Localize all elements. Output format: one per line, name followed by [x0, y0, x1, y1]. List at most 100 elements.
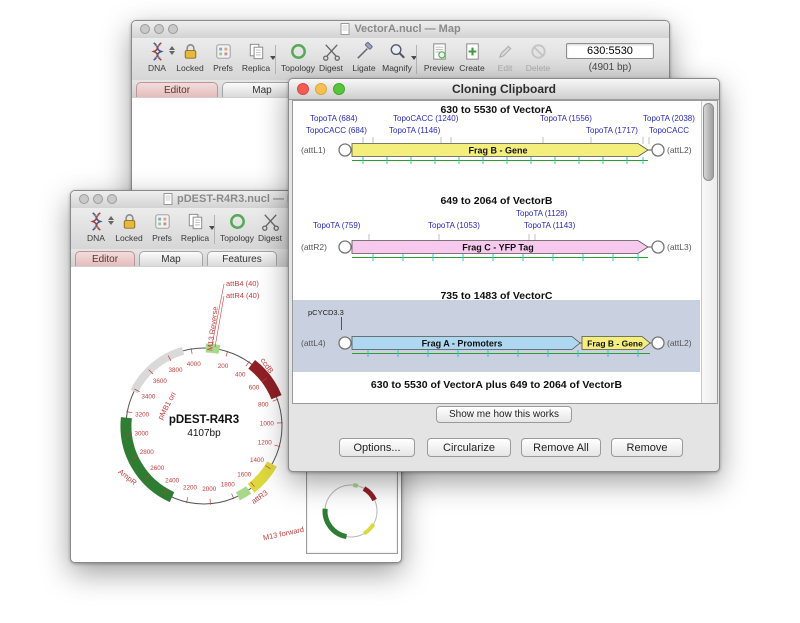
plasmid-feature-attR4-site[interactable] [205, 343, 221, 354]
plasmid-label-attr4: attR4 (40) [226, 291, 260, 300]
section-header-vectorb: 649 to 2064 of VectorB [440, 195, 553, 207]
minimize-button[interactable] [93, 194, 103, 204]
stepper-arrows[interactable] [169, 45, 176, 56]
remove-button[interactable]: Remove [611, 438, 683, 457]
fragment-frag-b-gene[interactable] [351, 143, 649, 157]
close-button[interactable] [140, 24, 150, 34]
plasmid-tick-label: 3600 [153, 378, 168, 385]
toolbar-item-replica[interactable]: Replica [178, 211, 215, 243]
clipboard-window-title: Cloning Clipboard [452, 82, 556, 96]
fragment-frag-c-yfp[interactable] [351, 240, 649, 254]
site-label: TopoTA (759) [313, 221, 361, 230]
fragment-label: Frag A - Promoters [422, 339, 503, 349]
plasmid-tick-label: 200 [218, 363, 229, 370]
zoom-button[interactable] [107, 194, 117, 204]
mini-feature-ccdb [362, 486, 377, 502]
zoom-button[interactable] [168, 24, 178, 34]
site-label: TopoTA (1128) [516, 209, 568, 218]
vectora-toolbar: DNA Locked Prefs Replica Topology Digest… [132, 38, 669, 81]
site-connector-lines [362, 137, 650, 144]
remove-all-button[interactable]: Remove All [521, 438, 601, 457]
tab-features[interactable]: Features [207, 251, 277, 266]
linear-map-vectorb: Frag C - YFP Tag (attR2) (attL3) [301, 234, 692, 261]
toolbar-item-digest[interactable]: Digest [314, 41, 348, 73]
plasmid-tick-label: 3000 [134, 431, 149, 438]
plasmid-tick-label: 1200 [258, 440, 273, 447]
plasmid-label-m13-forward: M13 forward [262, 525, 305, 542]
site-label: TopoTA (684) [310, 114, 358, 123]
plasmid-tick-label: 2000 [202, 486, 217, 493]
toolbar-item-dna[interactable]: DNA [79, 211, 115, 243]
plasmid-size: 4107bp [187, 428, 221, 439]
right-end-ring [651, 143, 665, 157]
zoom-button[interactable] [333, 83, 345, 95]
toolbar-item-ligate[interactable]: Ligate [347, 41, 381, 73]
site-connector-lines [368, 234, 536, 241]
plasmid-tick-label: 600 [249, 385, 260, 392]
site-label: TopoCACC (1240) [393, 114, 459, 123]
selected-section-highlight[interactable] [293, 300, 700, 372]
minimize-button[interactable] [154, 24, 164, 34]
plasmid-feature-pMB1-ori[interactable] [130, 346, 185, 394]
site-label: TopoCACC [649, 126, 690, 135]
plasmid-tick-label: 3400 [141, 393, 156, 400]
close-button[interactable] [297, 83, 309, 95]
restriction-ticks [372, 254, 639, 261]
toolbar-item-create[interactable]: Create [455, 41, 489, 73]
scrollbar[interactable] [701, 101, 717, 403]
vectora-titlebar[interactable]: VectorA.nucl — Map [132, 21, 669, 39]
fragment-label: Frag B - Gene [587, 339, 643, 349]
vectora-window-title: VectorA.nucl — Map [132, 23, 669, 35]
plasmid-tick-label: 1400 [250, 457, 265, 464]
circularize-button[interactable]: Circularize [427, 438, 511, 457]
fragment-frag-a-promoters[interactable] [351, 336, 581, 350]
toolbar-item-preview[interactable]: Preview [422, 41, 456, 73]
toolbar-separator [275, 45, 276, 74]
preview-icon [429, 41, 450, 62]
overview-mini-map [322, 483, 378, 540]
mini-feature-attr4 [353, 483, 359, 488]
toolbar-item-magnify[interactable]: Magnify [380, 41, 417, 73]
lock-icon [119, 211, 140, 232]
toolbar-item-topology[interactable]: Topology [281, 41, 315, 73]
options-button[interactable]: Options... [339, 438, 415, 457]
tab-editor[interactable]: Editor [136, 82, 218, 97]
close-button[interactable] [79, 194, 89, 204]
fragment-frag-b-gene[interactable] [581, 336, 651, 350]
site-label: TopoTA (1146) [389, 126, 441, 135]
clipboard-titlebar[interactable]: Cloning Clipboard [289, 79, 719, 100]
toolbar-item-prefs[interactable]: Prefs [206, 41, 240, 73]
show-me-how-button[interactable]: Show me how this works [435, 406, 573, 423]
scrollbar-thumb[interactable] [703, 103, 714, 181]
range-input[interactable] [566, 43, 654, 59]
plasmid-tick-label: 2800 [140, 449, 155, 456]
replica-icon [246, 41, 267, 62]
stepper-arrows[interactable] [108, 215, 115, 226]
toolbar-item-digest[interactable]: Digest [253, 211, 287, 243]
right-end-label: (attL2) [667, 145, 692, 155]
toolbar-item-replica[interactable]: Replica [239, 41, 276, 73]
tab-map[interactable]: Map [139, 251, 203, 266]
toolbar-item-prefs[interactable]: Prefs [145, 211, 179, 243]
fragment-label: Frag B - Gene [468, 146, 527, 156]
plasmid-feature-yellow-marker[interactable] [247, 461, 277, 493]
plasmid-feature-attR3-site[interactable] [235, 486, 252, 501]
restriction-ticks [362, 157, 644, 164]
toolbar-item-locked[interactable]: Locked [173, 41, 207, 73]
plasmid-name: pDEST-R4R3 [169, 414, 239, 426]
dropdown-arrow-icon [209, 226, 215, 230]
toolbar-item-locked[interactable]: Locked [112, 211, 146, 243]
plasmid-feature-AmpR[interactable] [120, 417, 175, 503]
section-header-vectorc: 735 to 1483 of VectorC [440, 290, 553, 302]
scissors-icon [321, 41, 342, 62]
plasmid-feature-ccdB[interactable] [248, 359, 282, 400]
left-end-label: (attL4) [301, 338, 326, 348]
toolbar-item-topology[interactable]: Topology [220, 211, 254, 243]
plasmid-map: 2004006008001000120014001600180020002200… [117, 279, 305, 542]
toolbar-item-dna[interactable]: DNA [140, 41, 176, 73]
tab-editor[interactable]: Editor [75, 251, 135, 266]
overview-inset[interactable] [306, 468, 398, 554]
minimize-button[interactable] [315, 83, 327, 95]
plasmid-tick-label: 400 [235, 371, 246, 378]
left-end-ring [338, 143, 352, 157]
